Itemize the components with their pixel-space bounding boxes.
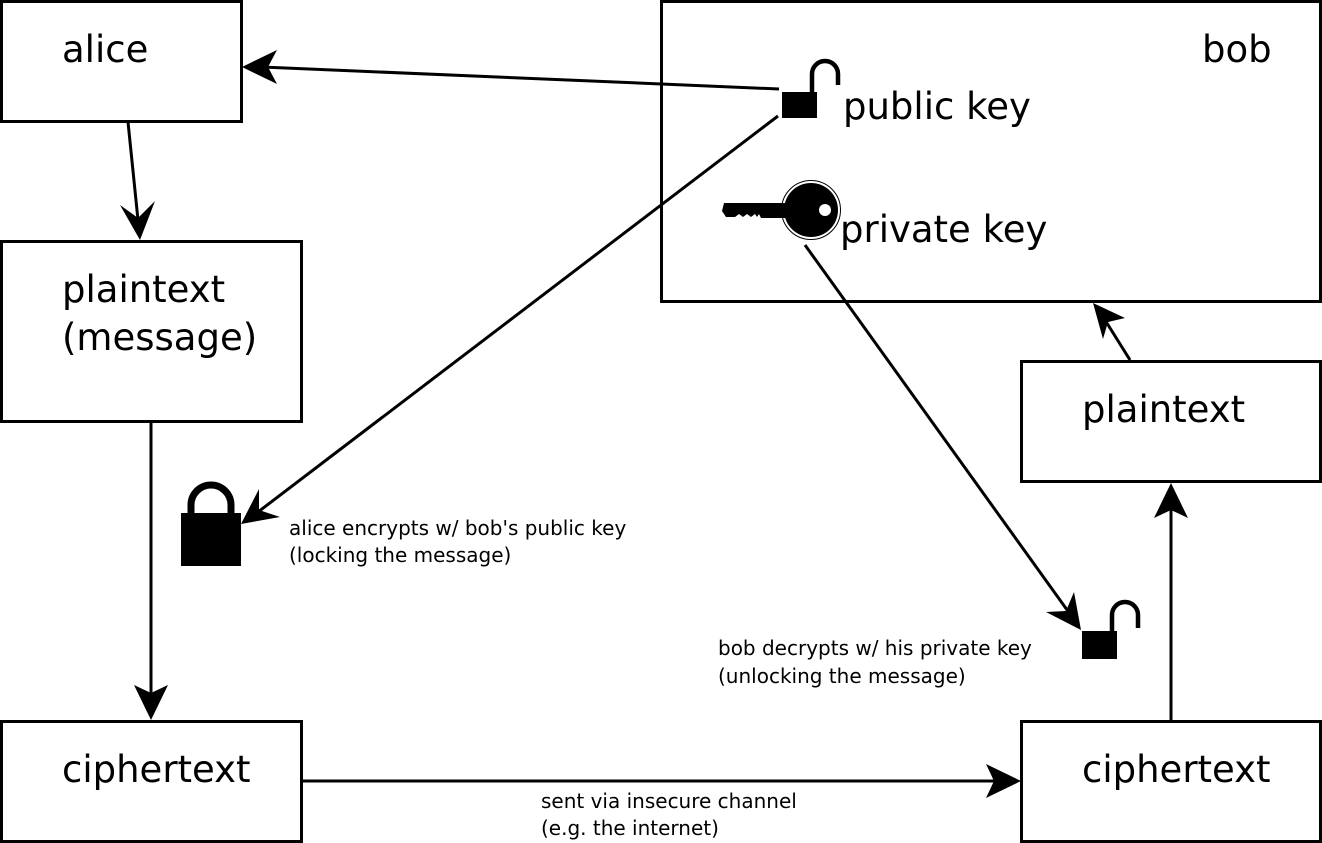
edge-plaintext-to-ciphertext xyxy=(134,422,168,720)
plaintext-bob-box: plaintext xyxy=(1020,360,1322,483)
edge-publickey-to-lock xyxy=(241,114,779,524)
ciphertext-alice-label: ciphertext xyxy=(62,748,251,791)
bob-label: bob xyxy=(1202,28,1272,71)
plaintext-message-box: plaintext (message) xyxy=(0,240,303,423)
edge-privatekey-to-unlock xyxy=(803,244,1081,630)
plaintext-bob-label: plaintext xyxy=(1082,388,1245,431)
channel-note-line1: sent via insecure channel xyxy=(541,789,797,813)
decrypt-note-line1: bob decrypts w/ his private key xyxy=(718,636,1032,660)
ciphertext-bob-box: ciphertext xyxy=(1020,720,1322,843)
edge-ciphertext-to-plaintext xyxy=(1154,483,1188,721)
channel-note-line2: (e.g. the internet) xyxy=(541,816,719,840)
bob-box: bob public key private key xyxy=(660,0,1322,303)
plaintext-message-label-line1: plaintext xyxy=(62,268,225,311)
closed-padlock-icon xyxy=(181,481,241,566)
private-key-label: private key xyxy=(840,208,1047,251)
ciphertext-alice-box: ciphertext xyxy=(0,720,303,843)
alice-box: alice xyxy=(0,0,243,123)
open-padlock-icon xyxy=(1082,599,1141,659)
encrypt-note-line2: (locking the message) xyxy=(289,543,511,567)
ciphertext-bob-label: ciphertext xyxy=(1082,748,1271,791)
open-padlock-icon xyxy=(782,58,841,118)
edge-publickey-to-alice xyxy=(242,50,780,91)
edge-ciphertext-channel xyxy=(302,764,1021,798)
edge-alice-to-plaintext xyxy=(120,121,155,240)
plaintext-message-label-line2: (message) xyxy=(62,316,257,359)
key-icon xyxy=(722,180,841,240)
alice-label: alice xyxy=(62,28,148,71)
decrypt-note-line2: (unlocking the message) xyxy=(718,664,966,688)
edge-plaintext-to-bob xyxy=(1093,303,1132,361)
encrypt-note-line1: alice encrypts w/ bob's public key xyxy=(289,516,626,540)
public-key-label: public key xyxy=(843,85,1031,128)
